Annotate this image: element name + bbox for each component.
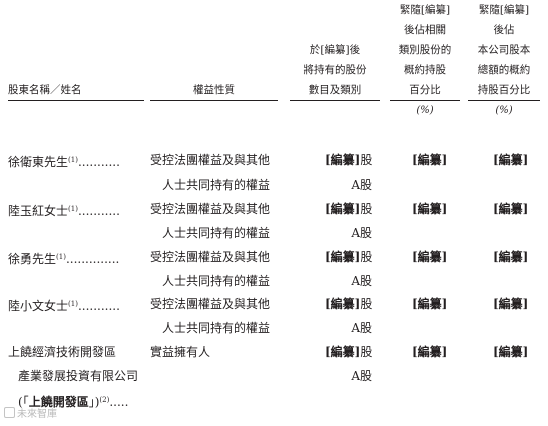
share-class: A股 bbox=[351, 226, 372, 240]
shares-held: [編纂]股 bbox=[325, 250, 373, 264]
pct-unit-class: (%) bbox=[416, 105, 434, 116]
pct-class-value: [編纂] bbox=[412, 153, 448, 167]
shares-held: [編纂]股 bbox=[325, 202, 373, 216]
header-shares: 於[編纂]後 將持有的股份 數目及類別 bbox=[303, 44, 367, 96]
holder-name-line-3: (「上饒開發區」)(2)..... bbox=[18, 395, 129, 409]
pct-class-value: [編纂] bbox=[412, 297, 448, 311]
interest-nature-line-2: 人士共同持有的權益 bbox=[162, 226, 271, 240]
header-nature: 權益性質 bbox=[193, 84, 235, 96]
pct-total-value: [編纂] bbox=[493, 250, 529, 264]
interest-nature-line-1: 受控法團權益及與其他 bbox=[150, 297, 271, 311]
share-class: A股 bbox=[351, 274, 372, 288]
interest-nature-line-1: 受控法團權益及與其他 bbox=[150, 153, 271, 167]
watermark-logo-icon bbox=[4, 407, 15, 418]
interest-nature-line-1: 受控法團權益及與其他 bbox=[150, 250, 271, 264]
holder-name: 徐勇先生(1).............. bbox=[8, 252, 120, 266]
interest-nature: 實益擁有人 bbox=[150, 345, 211, 359]
pct-total-value: [編纂] bbox=[493, 297, 529, 311]
holder-name: 陸玉紅女士(1)........... bbox=[8, 204, 120, 218]
interest-nature-line-2: 人士共同持有的權益 bbox=[162, 274, 271, 288]
header-rule-holder bbox=[8, 100, 144, 101]
holder-name-line-1: 上饒經濟技術開發區 bbox=[8, 345, 117, 359]
watermark: 未來智庫 bbox=[4, 405, 57, 420]
pct-total-value: [編纂] bbox=[493, 345, 529, 359]
header-rule-pct-total bbox=[468, 100, 540, 101]
share-class: A股 bbox=[351, 369, 372, 383]
holder-name: 徐衛東先生(1)........... bbox=[8, 155, 120, 169]
header-rule-pct-class bbox=[390, 100, 460, 101]
share-class: A股 bbox=[351, 178, 372, 192]
header-rule-nature bbox=[150, 100, 278, 101]
pct-total-value: [編纂] bbox=[493, 202, 529, 216]
header-pct-total: 緊隨[編纂] 後佔 本公司股本 總額的概約 持股百分比 bbox=[477, 4, 531, 96]
shares-held: [編纂]股 bbox=[325, 297, 373, 311]
interest-nature-line-1: 受控法團權益及與其他 bbox=[150, 202, 271, 216]
interest-nature-line-2: 人士共同持有的權益 bbox=[162, 178, 271, 192]
header-holder: 股東名稱／姓名 bbox=[8, 84, 82, 96]
pct-class-value: [編纂] bbox=[412, 202, 448, 216]
pct-unit-total: (%) bbox=[495, 105, 513, 116]
header-rule-shares bbox=[290, 100, 380, 101]
holder-name-line-2: 產業發展投資有限公司 bbox=[18, 369, 139, 383]
pct-class-value: [編纂] bbox=[412, 345, 448, 359]
holder-name: 陸小文女士(1)........... bbox=[8, 299, 120, 313]
pct-total-value: [編纂] bbox=[493, 153, 529, 167]
share-class: A股 bbox=[351, 321, 372, 335]
shares-held: [編纂]股 bbox=[325, 153, 373, 167]
interest-nature-line-2: 人士共同持有的權益 bbox=[162, 321, 271, 335]
pct-class-value: [編纂] bbox=[412, 250, 448, 264]
shares-held: [編纂]股 bbox=[325, 345, 373, 359]
header-pct-class: 緊隨[編纂] 後佔相關 類別股份的 概約持股 百分比 bbox=[398, 4, 452, 96]
